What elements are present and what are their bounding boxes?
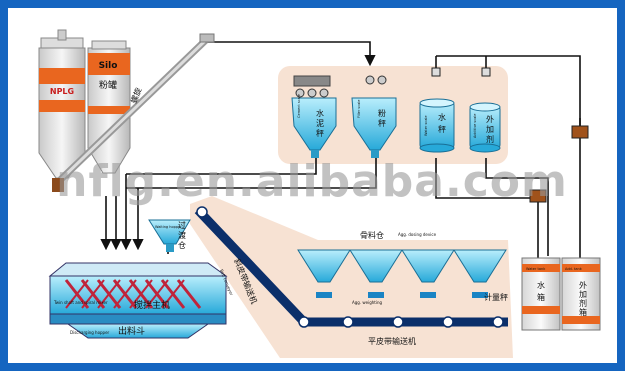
additive-tank-zh-2: 加 xyxy=(579,289,587,299)
silo-brand: NPLG xyxy=(50,87,74,96)
discharge-hopper-zh: 出料斗 xyxy=(118,325,145,337)
filler-scale-en: Filler scale xyxy=(357,100,361,118)
belt-area-bg xyxy=(190,196,513,358)
plant-diagram: NPLG Silo 粉罐 螺旋 Cement scale 水 泥 秤 Fille… xyxy=(38,29,601,358)
cement-scale xyxy=(291,75,337,158)
additive-tank-zh-1: 外 xyxy=(579,280,587,290)
powder-tank-label: 粉罐 xyxy=(99,79,117,91)
filler-scale-zh-2: 秤 xyxy=(378,118,386,128)
screw-conveyor xyxy=(52,33,215,192)
water-tank-zh-1: 水 xyxy=(537,280,545,290)
transition-bin-zh-2: 渡 xyxy=(178,230,186,240)
incline-belt-conveyor xyxy=(194,206,508,328)
mixer-zh: 搅拌主机 xyxy=(134,299,170,311)
transition-bin-zh-1: 过 xyxy=(178,220,186,230)
silo-1 xyxy=(38,29,86,179)
valve-icon xyxy=(431,67,589,203)
silo-label: Silo xyxy=(99,61,118,71)
water-scale-en: Water scale xyxy=(424,116,428,136)
watermark: nflg.en.alibaba.com xyxy=(56,156,568,207)
cement-scale-zh-3: 秤 xyxy=(316,128,324,138)
pipes xyxy=(100,41,581,258)
transition-bin-zh-3: 仓 xyxy=(178,240,186,250)
additive-scale xyxy=(469,102,501,153)
additive-tank-zh-3: 剂 xyxy=(579,298,587,308)
additive-scale-en: Additive scale xyxy=(473,114,477,138)
additive-scale-zh-2: 加 xyxy=(486,124,494,134)
diagram-canvas: NPLG Silo 粉罐 螺旋 Cement scale 水 泥 秤 Fille… xyxy=(8,8,617,363)
additive-tank xyxy=(561,257,601,331)
transition-bin-en: Waiting hopper xyxy=(155,225,182,229)
filler-scale xyxy=(351,75,397,158)
water-scale-zh-2: 秤 xyxy=(438,124,446,134)
cement-scale-en: Cement scale xyxy=(297,94,301,118)
filler-scale-zh-1: 粉 xyxy=(378,108,386,118)
mixer-en: Twin shaft and spiral mixer xyxy=(53,300,108,305)
water-tank-zh-2: 箱 xyxy=(537,292,545,302)
water-tank xyxy=(521,257,561,331)
aggregate-weighing-en: Agg. weighting xyxy=(352,300,382,305)
aggregate-weighing-zh: 计量秤 xyxy=(484,292,508,302)
aggregate-bin-en: Agg. dosing device xyxy=(398,232,437,237)
water-scale-zh-1: 水 xyxy=(438,112,446,122)
water-tank-en: Water tank xyxy=(526,267,546,271)
cement-scale-zh-1: 水 xyxy=(316,108,324,118)
additive-scale-zh-1: 外 xyxy=(486,114,494,124)
transition-bin xyxy=(148,219,191,252)
aggregate-bins xyxy=(297,249,507,298)
mixer xyxy=(48,262,228,339)
additive-tank-zh-4: 箱 xyxy=(579,307,587,317)
powder-tank-label-1: 粉罐 xyxy=(99,79,117,91)
discharge-hopper-en: Discharging hopper xyxy=(70,330,110,335)
water-scale xyxy=(419,98,455,153)
cement-scale-zh-2: 泥 xyxy=(316,119,324,128)
additive-tank-en: Add. tank xyxy=(565,267,583,271)
flat-belt-zh: 平皮带输送机 xyxy=(368,336,416,346)
aggregate-bin-zh: 骨料仓 xyxy=(360,230,384,240)
additive-scale-zh-3: 剂 xyxy=(486,134,494,144)
